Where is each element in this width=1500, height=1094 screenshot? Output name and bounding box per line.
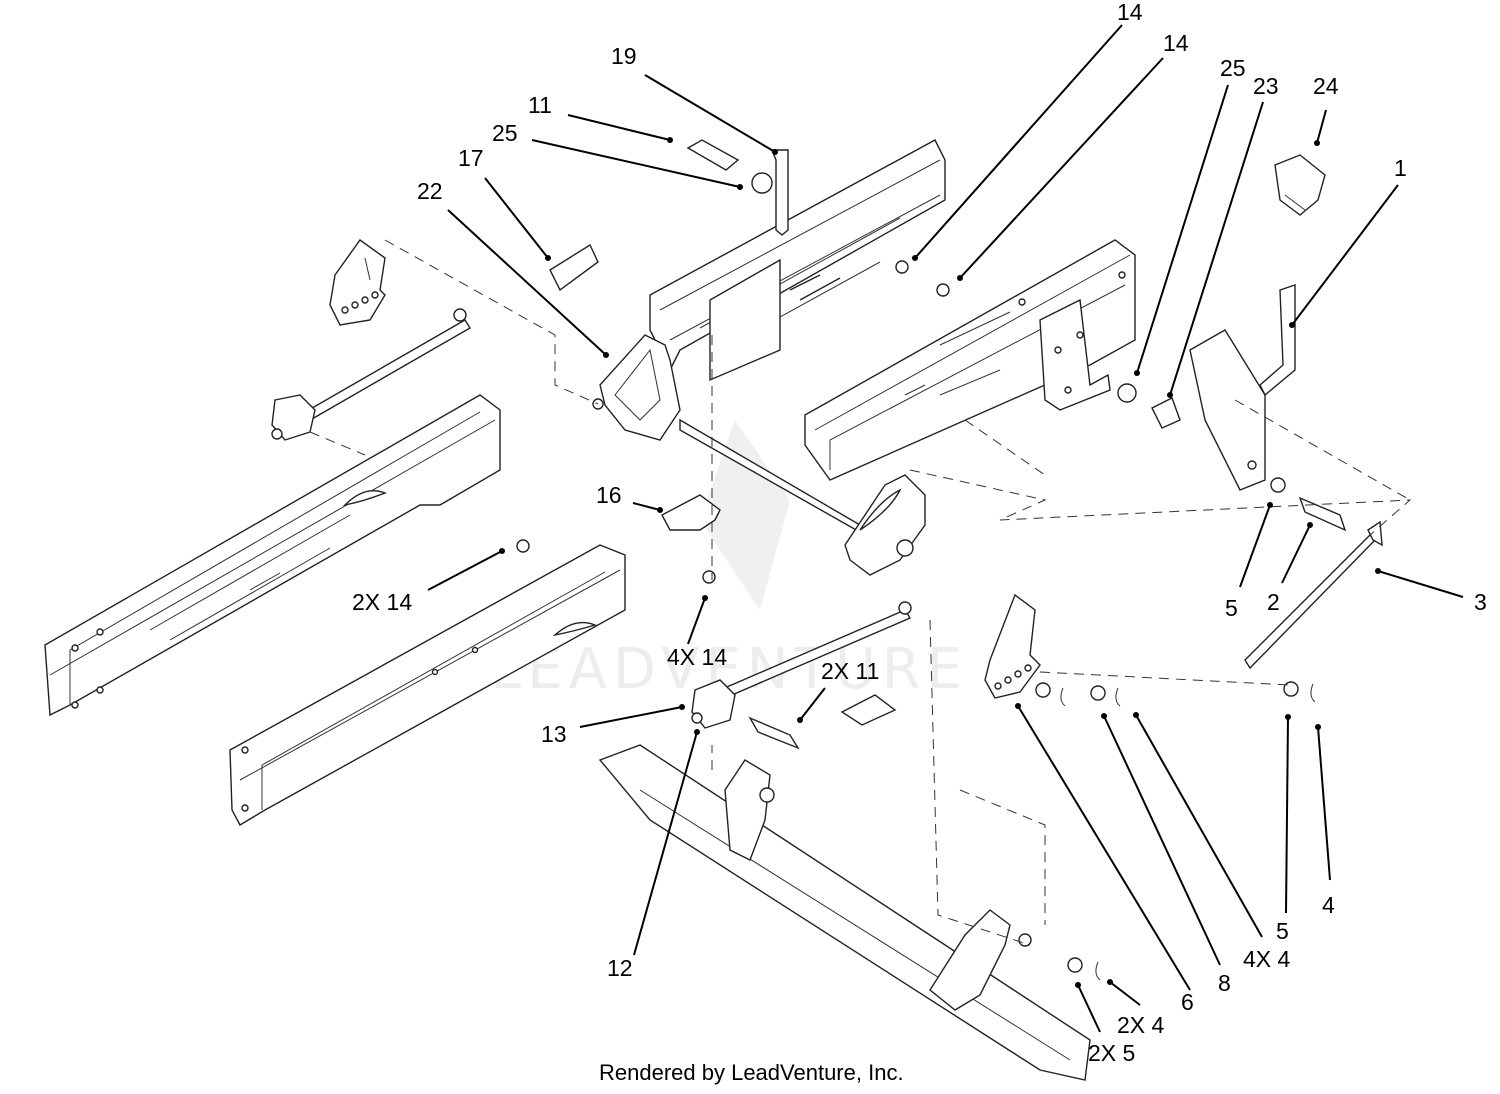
washer-5a — [1270, 477, 1286, 493]
nut-2x14 — [516, 539, 530, 553]
callout-11: 11 — [528, 92, 552, 118]
bolt-2 — [1298, 496, 1347, 532]
callout-2: 2 — [1267, 589, 1280, 615]
callout-8: 8 — [1218, 970, 1231, 996]
callout-labels: 19 11 25 17 22 14 14 25 23 24 1 16 2X 14… — [352, 0, 1487, 1066]
callout-24: 24 — [1313, 73, 1339, 99]
assembly-lines — [309, 239, 1412, 946]
angle-bracket — [1039, 298, 1111, 411]
spacer-23 — [1151, 397, 1181, 429]
callout-17: 17 — [458, 145, 484, 171]
nut-4x14 — [702, 570, 716, 584]
callout-25-right: 25 — [1220, 55, 1246, 81]
washer-25b — [1117, 383, 1137, 403]
clamp-right — [840, 694, 897, 726]
hardware — [516, 139, 1347, 981]
callout-19: 19 — [611, 43, 637, 69]
left-frame-rail — [44, 394, 501, 717]
upper-cross-channel — [649, 139, 946, 382]
watermark-logo — [700, 420, 790, 610]
callout-12: 12 — [607, 955, 633, 981]
callout-4: 4 — [1322, 892, 1335, 918]
washer-5c — [1283, 681, 1299, 697]
washer-25 — [751, 172, 773, 194]
callout-1: 1 — [1394, 155, 1407, 181]
control-rod — [1244, 520, 1383, 670]
callout-23: 23 — [1253, 73, 1279, 99]
bolt-11 — [686, 139, 740, 171]
bolt-2x11 — [748, 716, 800, 750]
callout-14-b: 14 — [1163, 30, 1189, 56]
callout-16: 16 — [596, 482, 622, 508]
callout-2x4: 2X 4 — [1117, 1012, 1165, 1038]
lever — [1189, 284, 1296, 491]
callout-14-a: 14 — [1117, 0, 1143, 25]
footer-credit: Rendered by LeadVenture, Inc. — [599, 1060, 904, 1085]
leader-lines — [427, 24, 1464, 1033]
callout-25-top: 25 — [492, 120, 518, 146]
lower-tie-rod — [691, 601, 912, 729]
left-steering-plate — [329, 239, 386, 326]
knob — [1274, 154, 1326, 216]
washer-8 — [1090, 685, 1106, 701]
callout-4x14: 4X 14 — [667, 644, 727, 670]
right-steering-plate — [984, 593, 1041, 699]
bolt-19 — [770, 149, 789, 236]
washer-2x5 — [1067, 957, 1083, 973]
callout-5-lower: 5 — [1276, 918, 1289, 944]
right-cross-channel — [804, 239, 1136, 481]
callout-2x5: 2X 5 — [1088, 1040, 1135, 1066]
callout-2x11: 2X 11 — [821, 658, 879, 684]
clamp-16 — [661, 494, 721, 531]
callout-22: 22 — [417, 178, 443, 204]
callout-13: 13 — [541, 721, 567, 747]
right-lower-frame-rail — [229, 544, 626, 826]
nut-14a — [895, 260, 909, 274]
front-axle-casting — [598, 744, 1091, 1081]
spring-17 — [549, 243, 599, 292]
nut-14b — [936, 283, 950, 297]
axle-assembly — [592, 334, 926, 576]
callout-2x14: 2X 14 — [352, 589, 412, 615]
callout-3: 3 — [1474, 589, 1487, 615]
callout-5-right: 5 — [1225, 595, 1238, 621]
callout-6: 6 — [1181, 989, 1194, 1015]
washer-6 — [1035, 682, 1051, 698]
callout-4x4: 4X 4 — [1243, 946, 1291, 972]
